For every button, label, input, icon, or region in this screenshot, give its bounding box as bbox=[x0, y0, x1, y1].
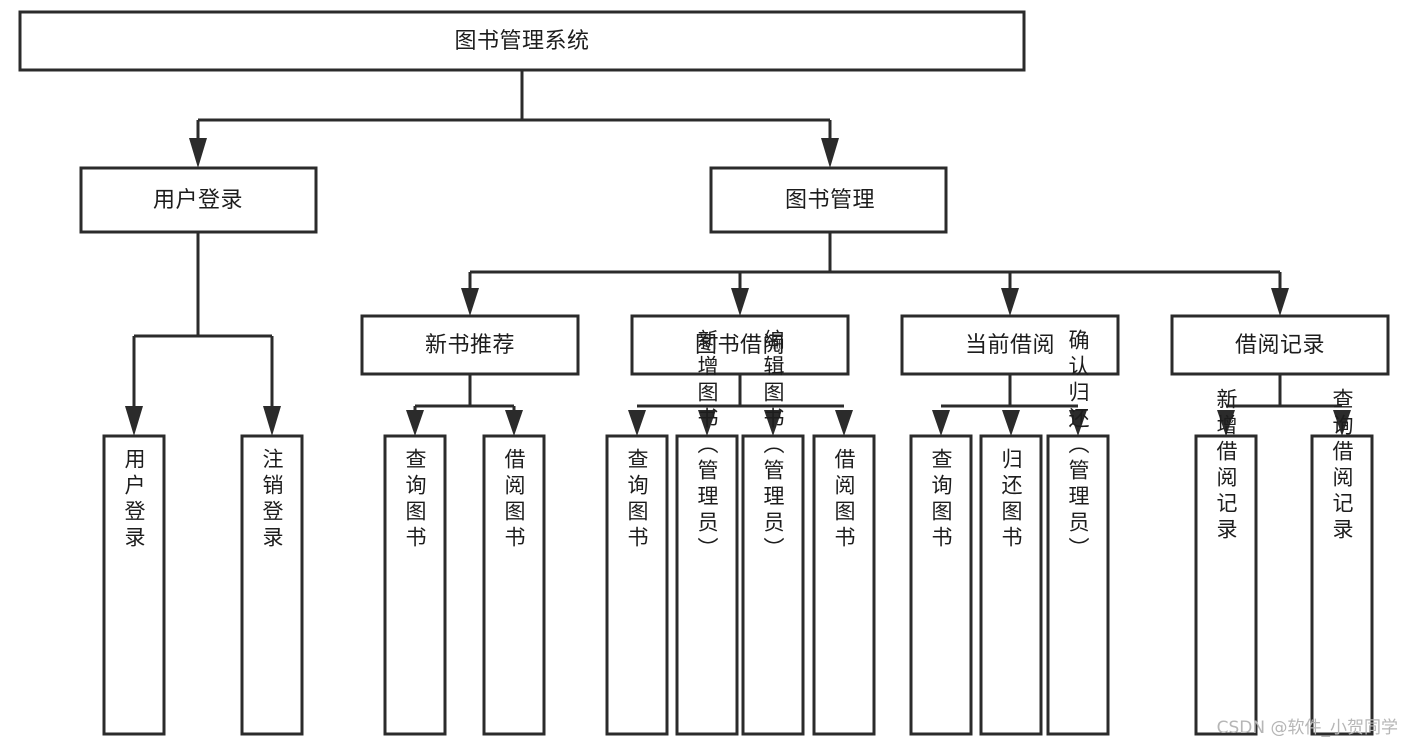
node-borrow-record-box[interactable] bbox=[1170, 314, 1390, 376]
node-leaf-add-book-admin[interactable]: 新增图书（管理员） bbox=[675, 329, 739, 736]
node-leaf-query-borrow-record-label: 查询借阅记录 bbox=[1330, 388, 1354, 544]
node-leaf-edit-book-admin-box[interactable] bbox=[741, 434, 805, 736]
node-leaf-logout-login-box[interactable] bbox=[240, 434, 304, 736]
node-leaf-return-book-box[interactable] bbox=[979, 434, 1043, 736]
arrow-head-leaf-confirm-return-admin bbox=[1069, 410, 1087, 436]
node-new-book-recommend-box[interactable] bbox=[360, 314, 580, 376]
node-leaf-borrow-book-2[interactable]: 借阅图书 bbox=[812, 434, 876, 736]
node-leaf-confirm-return-admin-label: 确认归还（管理员） bbox=[1066, 329, 1090, 563]
node-leaf-borrow-book-1[interactable]: 借阅图书 bbox=[482, 434, 546, 736]
arrow-head-leaf-query-borrow-record bbox=[1333, 410, 1351, 436]
arrow-head-user-login bbox=[189, 138, 207, 168]
arrow-head-leaf-return-book bbox=[1002, 410, 1020, 436]
arrow-head-leaf-query-book-1 bbox=[406, 410, 424, 436]
node-leaf-query-book-3-label: 查询图书 bbox=[929, 448, 953, 552]
node-book-management-box[interactable] bbox=[709, 166, 948, 234]
node-book-borrow-label: 图书借阅 bbox=[695, 333, 785, 358]
node-leaf-return-book[interactable]: 归还图书 bbox=[979, 434, 1043, 736]
node-leaf-query-book-2[interactable]: 查询图书 bbox=[605, 434, 669, 736]
node-leaf-query-book-2-label: 查询图书 bbox=[625, 448, 649, 552]
node-leaf-query-book-1-box[interactable] bbox=[383, 434, 447, 736]
node-current-borrow-label: 当前借阅 bbox=[965, 333, 1055, 358]
node-leaf-add-book-admin-box[interactable] bbox=[675, 434, 739, 736]
node-leaf-edit-book-admin[interactable]: 编辑图书（管理员） bbox=[741, 329, 805, 736]
arrow-head-current-borrow bbox=[1001, 288, 1019, 316]
node-root-box[interactable] bbox=[18, 10, 1026, 72]
node-leaf-logout-login[interactable]: 注销登录 bbox=[240, 434, 304, 736]
node-leaf-query-book-1[interactable]: 查询图书 bbox=[383, 434, 447, 736]
node-borrow-record-label: 借阅记录 bbox=[1235, 333, 1325, 358]
node-leaf-add-borrow-record-box[interactable] bbox=[1194, 434, 1258, 736]
node-leaf-add-borrow-record[interactable]: 新增借阅记录 bbox=[1194, 388, 1258, 736]
node-leaf-add-book-admin-label: 新增图书（管理员） bbox=[695, 329, 719, 563]
node-leaf-query-book-3[interactable]: 查询图书 bbox=[909, 434, 973, 736]
arrow-head-book-management bbox=[821, 138, 839, 168]
node-leaf-edit-book-admin-label: 编辑图书（管理员） bbox=[761, 329, 785, 563]
arrow-head-new-book-recommend bbox=[461, 288, 479, 316]
node-new-book-recommend-label: 新书推荐 bbox=[425, 333, 515, 358]
node-leaf-borrow-book-1-label: 借阅图书 bbox=[502, 448, 526, 552]
node-user-login[interactable]: 用户登录 bbox=[79, 166, 318, 234]
csdn-watermark: CSDN @软件_小贺同学 bbox=[1217, 718, 1398, 738]
node-leaf-query-book-1-label: 查询图书 bbox=[403, 448, 427, 552]
node-leaf-confirm-return-admin[interactable]: 确认归还（管理员） bbox=[1046, 329, 1110, 736]
node-book-management-label: 图书管理 bbox=[785, 188, 875, 213]
arrow-head-borrow-record bbox=[1271, 288, 1289, 316]
node-leaf-user-login-box[interactable] bbox=[102, 434, 166, 736]
arrow-head-leaf-user-login bbox=[125, 406, 143, 436]
node-leaf-query-book-3-box[interactable] bbox=[909, 434, 973, 736]
node-leaf-add-borrow-record-label: 新增借阅记录 bbox=[1214, 388, 1238, 544]
arrow-head-leaf-add-book-admin bbox=[698, 410, 716, 436]
node-leaf-user-login-label: 用户登录 bbox=[122, 448, 146, 552]
node-book-borrow-box[interactable] bbox=[630, 314, 850, 376]
node-leaf-return-book-label: 归还图书 bbox=[999, 448, 1023, 552]
node-leaf-query-book-2-box[interactable] bbox=[605, 434, 669, 736]
node-current-borrow-box[interactable] bbox=[900, 314, 1120, 376]
arrow-head-leaf-query-book-2 bbox=[628, 410, 646, 436]
arrow-head-book-borrow bbox=[731, 288, 749, 316]
node-root[interactable]: 图书管理系统 bbox=[18, 10, 1026, 72]
node-leaf-borrow-book-2-box[interactable] bbox=[812, 434, 876, 736]
node-root-label: 图书管理系统 bbox=[454, 29, 589, 54]
node-leaf-query-borrow-record-box[interactable] bbox=[1310, 434, 1374, 736]
node-leaf-confirm-return-admin-box[interactable] bbox=[1046, 434, 1110, 736]
arrow-head-leaf-query-book-3 bbox=[932, 410, 950, 436]
node-book-borrow[interactable]: 图书借阅 bbox=[630, 314, 850, 376]
node-leaf-borrow-book-1-box[interactable] bbox=[482, 434, 546, 736]
node-current-borrow[interactable]: 当前借阅 bbox=[900, 314, 1120, 376]
arrow-head-leaf-borrow-book-2 bbox=[835, 410, 853, 436]
node-user-login-label: 用户登录 bbox=[153, 188, 243, 213]
node-new-book-recommend[interactable]: 新书推荐 bbox=[360, 314, 580, 376]
node-user-login-box[interactable] bbox=[79, 166, 318, 234]
node-leaf-query-borrow-record[interactable]: 查询借阅记录 bbox=[1310, 388, 1374, 736]
node-leaf-user-login[interactable]: 用户登录 bbox=[102, 434, 166, 736]
node-borrow-record[interactable]: 借阅记录 bbox=[1170, 314, 1390, 376]
arrow-head-leaf-add-borrow-record bbox=[1217, 410, 1235, 436]
arrow-head-leaf-edit-book-admin bbox=[764, 410, 782, 436]
connector-layer bbox=[125, 70, 1351, 436]
arrow-head-leaf-logout-login bbox=[263, 406, 281, 436]
arrow-head-leaf-borrow-book-1 bbox=[505, 410, 523, 436]
node-leaf-borrow-book-2-label: 借阅图书 bbox=[832, 448, 856, 552]
node-leaf-logout-login-label: 注销登录 bbox=[260, 448, 284, 552]
node-book-management[interactable]: 图书管理 bbox=[709, 166, 948, 234]
